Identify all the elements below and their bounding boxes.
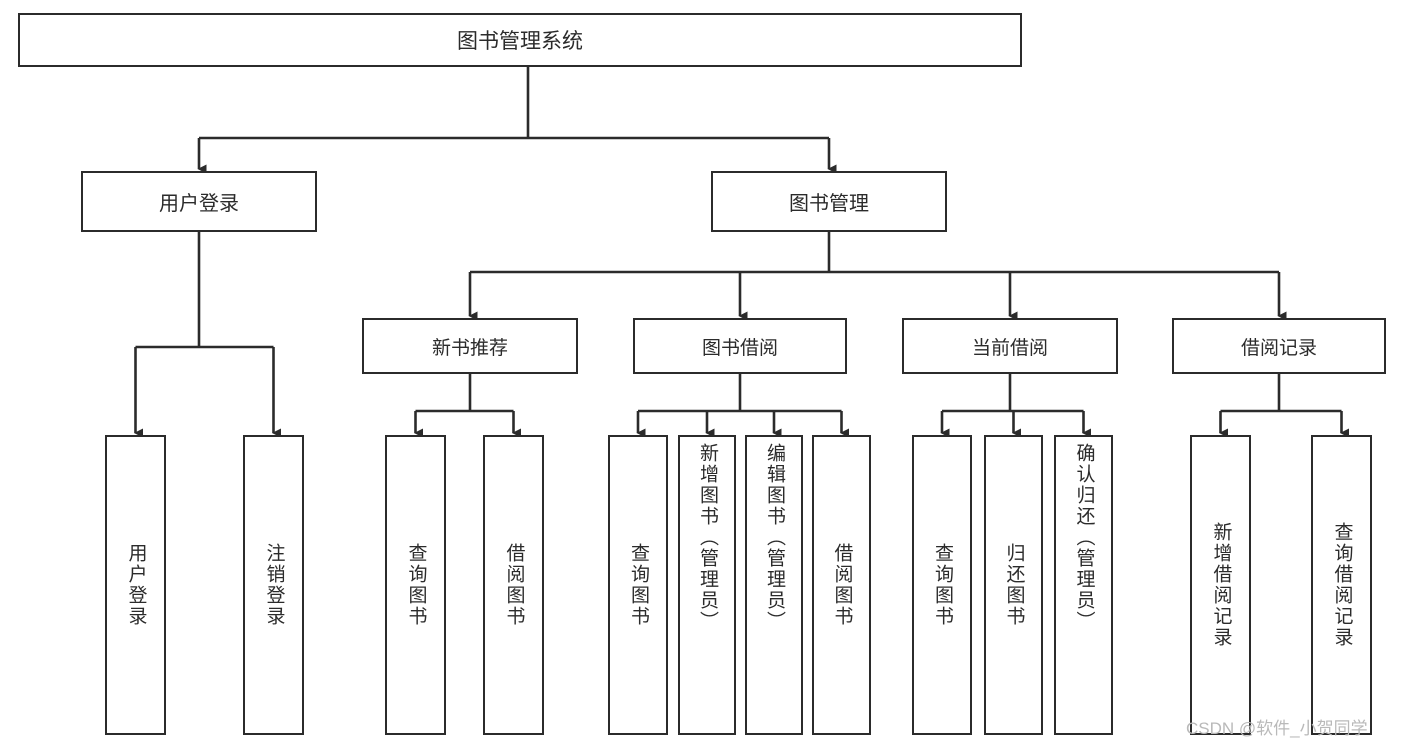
node-new-book-recommend[interactable]: 新书推荐 <box>362 318 578 374</box>
node-leaf-confirm-return[interactable]: 确认归还（管理员） <box>1054 435 1113 735</box>
node-leaf-add-book-label: 新增图书（管理员） <box>696 443 718 632</box>
node-leaf-user-login-label: 用户登录 <box>125 543 147 627</box>
node-borrow-record[interactable]: 借阅记录 <box>1172 318 1386 374</box>
node-book-manage-label: 图书管理 <box>789 193 869 215</box>
node-leaf-add-record[interactable]: 新增借阅记录 <box>1190 435 1251 735</box>
node-leaf-query-book-2[interactable]: 查询图书 <box>608 435 668 735</box>
node-book-borrow-label: 图书借阅 <box>701 337 778 359</box>
node-leaf-edit-book-label: 编辑图书（管理员） <box>763 443 785 632</box>
node-leaf-query-record-label: 查询借阅记录 <box>1331 522 1353 648</box>
node-leaf-query-book-1[interactable]: 查询图书 <box>385 435 446 735</box>
node-leaf-return-book[interactable]: 归还图书 <box>984 435 1043 735</box>
node-leaf-logout-login[interactable]: 注销登录 <box>243 435 304 735</box>
node-leaf-query-book-2-label: 查询图书 <box>627 543 649 627</box>
node-leaf-add-book[interactable]: 新增图书（管理员） <box>678 435 736 735</box>
node-root-label: 图书管理系统 <box>457 30 583 53</box>
node-leaf-query-book-3[interactable]: 查询图书 <box>912 435 972 735</box>
node-leaf-confirm-return-label: 确认归还（管理员） <box>1073 443 1095 632</box>
watermark: CSDN @软件_小贺同学 <box>1186 719 1368 738</box>
node-leaf-edit-book[interactable]: 编辑图书（管理员） <box>745 435 803 735</box>
node-leaf-borrow-book-2[interactable]: 借阅图书 <box>812 435 871 735</box>
node-current-borrow-label: 当前借阅 <box>971 337 1048 359</box>
node-leaf-borrow-book-1[interactable]: 借阅图书 <box>483 435 544 735</box>
node-book-manage[interactable]: 图书管理 <box>711 171 947 232</box>
node-leaf-borrow-book-2-label: 借阅图书 <box>831 543 853 627</box>
node-book-borrow[interactable]: 图书借阅 <box>633 318 847 374</box>
node-leaf-query-record[interactable]: 查询借阅记录 <box>1311 435 1372 735</box>
node-leaf-add-record-label: 新增借阅记录 <box>1210 522 1232 648</box>
node-user-login-label: 用户登录 <box>159 193 239 215</box>
node-borrow-record-label: 借阅记录 <box>1240 337 1317 359</box>
node-leaf-query-book-1-label: 查询图书 <box>405 543 427 627</box>
node-user-login[interactable]: 用户登录 <box>81 171 317 232</box>
node-root[interactable]: 图书管理系统 <box>18 13 1022 67</box>
node-leaf-user-login[interactable]: 用户登录 <box>105 435 166 735</box>
node-leaf-logout-login-label: 注销登录 <box>263 543 285 627</box>
node-leaf-query-book-3-label: 查询图书 <box>931 543 953 627</box>
node-leaf-borrow-book-1-label: 借阅图书 <box>503 543 525 627</box>
node-new-book-recommend-label: 新书推荐 <box>431 337 508 359</box>
node-current-borrow[interactable]: 当前借阅 <box>902 318 1118 374</box>
node-leaf-return-book-label: 归还图书 <box>1003 543 1025 627</box>
